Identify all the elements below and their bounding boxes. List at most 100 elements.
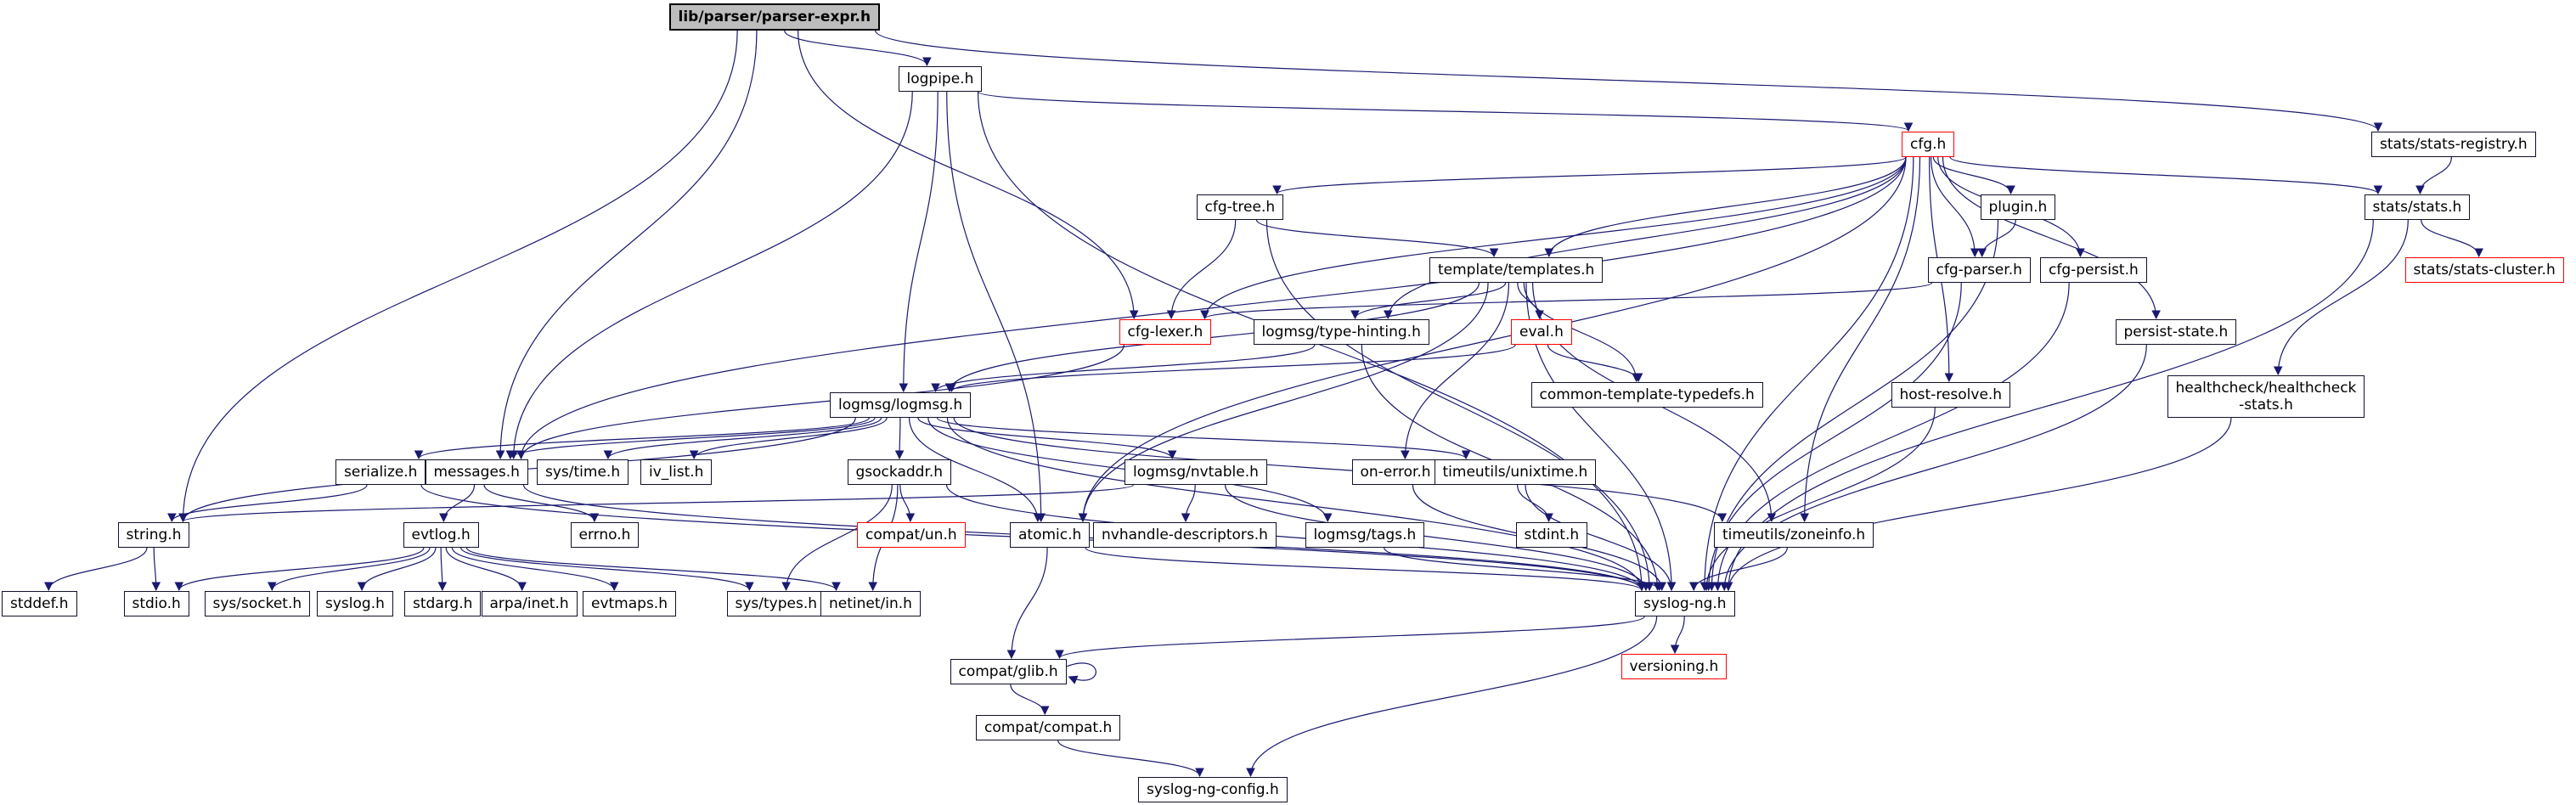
dependency-edge xyxy=(1523,282,1642,383)
dependency-edge xyxy=(1977,219,2016,258)
dependency-edge xyxy=(1699,156,1914,592)
graph-node-cfg[interactable]: cfg.h xyxy=(1902,132,1955,158)
graph-node-syslog[interactable]: syslog.h xyxy=(317,591,393,617)
dependency-edge xyxy=(167,484,368,523)
dependency-edge xyxy=(1255,219,1499,258)
dependency-edge xyxy=(1078,282,1489,523)
graph-node-stddef[interactable]: stddef.h xyxy=(2,591,77,617)
graph-node-cfg_tree[interactable]: cfg-tree.h xyxy=(1196,194,1284,221)
dependency-edge xyxy=(1723,219,2374,592)
dependency-edge xyxy=(875,30,2383,132)
graph-node-syslog_ng[interactable]: syslog-ng.h xyxy=(1635,591,1735,617)
dependency-edge xyxy=(43,547,148,592)
dependency-edge xyxy=(1932,156,2015,195)
dependency-edge xyxy=(1265,219,1654,592)
graph-node-zoneinfo[interactable]: timeutils/zoneinfo.h xyxy=(1714,522,1874,549)
dependency-edge xyxy=(1942,156,2162,320)
dependency-edge xyxy=(945,484,1647,592)
graph-node-gsockaddr[interactable]: gsockaddr.h xyxy=(847,459,952,486)
graph-node-type_hinting[interactable]: logmsg/type-hinting.h xyxy=(1253,319,1429,346)
graph-node-netinet_in[interactable]: netinet/in.h xyxy=(820,591,921,617)
graph-node-cfg_persist[interactable]: cfg-persist.h xyxy=(2040,257,2147,284)
graph-node-stats_cluster[interactable]: stats/stats-cluster.h xyxy=(2404,257,2564,284)
graph-node-tags[interactable]: logmsg/tags.h xyxy=(1305,522,1425,549)
graph-node-ctt[interactable]: common-template-typedefs.h xyxy=(1530,382,1763,408)
graph-node-on_error[interactable]: on-error.h xyxy=(1351,459,1440,486)
dependency-edge xyxy=(174,547,425,592)
dependency-edge xyxy=(1272,156,1907,195)
dependency-edge xyxy=(1516,484,1553,523)
dependency-edge xyxy=(1384,547,1665,592)
dependency-edge xyxy=(1723,417,2232,592)
dependency-edge xyxy=(1078,156,1907,523)
dependency-edge xyxy=(451,547,619,592)
dependency-edge xyxy=(1055,616,1645,660)
dependency-edge xyxy=(1544,156,1907,258)
dependency-edge xyxy=(516,156,1907,460)
dependency-edge xyxy=(357,547,437,592)
graph-node-stdarg[interactable]: stdarg.h xyxy=(404,591,482,617)
graph-node-compat_glib[interactable]: compat/glib.h xyxy=(950,659,1067,685)
dependency-edge xyxy=(1200,156,1907,320)
graph-node-plugin[interactable]: plugin.h xyxy=(1980,194,2056,221)
graph-node-atomic[interactable]: atomic.h xyxy=(1010,522,1091,549)
dependency-edge xyxy=(483,484,600,523)
dependency-edge xyxy=(1057,740,1204,778)
graph-node-logmsg[interactable]: logmsg/logmsg.h xyxy=(830,392,972,419)
graph-node-stats_stats[interactable]: stats/stats.h xyxy=(2364,194,2471,221)
graph-node-serialize[interactable]: serialize.h xyxy=(335,459,426,486)
graph-node-stdio[interactable]: stdio.h xyxy=(123,591,189,617)
dependency-edge xyxy=(1166,219,1237,320)
graph-node-cfg_parser[interactable]: cfg-parser.h xyxy=(1927,257,2031,284)
graph-node-templates[interactable]: template/templates.h xyxy=(1429,257,1604,284)
dependency-edge xyxy=(465,547,841,592)
graph-node-eval[interactable]: eval.h xyxy=(1511,319,1572,346)
graph-node-cfg_lexer[interactable]: cfg-lexer.h xyxy=(1119,319,1212,346)
graph-node-host_resolve[interactable]: host-resolve.h xyxy=(1891,382,2011,408)
dependency-edge xyxy=(1006,547,1048,660)
graph-node-stdint[interactable]: stdint.h xyxy=(1515,522,1588,549)
dependency-edge xyxy=(931,344,1316,393)
graph-node-unixtime[interactable]: timeutils/unixtime.h xyxy=(1434,459,1597,486)
dependency-edge xyxy=(460,547,754,592)
graph-node-messages[interactable]: messages.h xyxy=(425,459,528,486)
graph-node-logpipe[interactable]: logpipe.h xyxy=(898,66,983,93)
graph-node-arpa_inet[interactable]: arpa/inet.h xyxy=(481,591,578,617)
dependency-edge xyxy=(1706,219,1999,592)
dependency-edge xyxy=(1949,156,2383,195)
dependency-edge xyxy=(1547,344,1643,383)
dependency-edge xyxy=(936,417,1471,460)
graph-node-versioning[interactable]: versioning.h xyxy=(1621,654,1728,680)
graph-node-compat_compat[interactable]: compat/compat.h xyxy=(976,715,1121,741)
graph-node-persist_state[interactable]: persist-state.h xyxy=(2115,319,2237,346)
graph-node-errno[interactable]: errno.h xyxy=(570,522,640,549)
graph-node-nvtable[interactable]: logmsg/nvtable.h xyxy=(1125,459,1267,486)
dependency-edge xyxy=(414,417,870,460)
graph-node-sng_config[interactable]: syslog-ng-config.h xyxy=(1138,777,1288,803)
graph-node-sys_time[interactable]: sys/time.h xyxy=(537,459,629,486)
graph-node-hc_stats[interactable]: healthcheck/healthcheck -stats.h xyxy=(2167,375,2365,419)
graph-node-evtlog[interactable]: evtlog.h xyxy=(403,522,479,549)
dependency-edge xyxy=(1010,684,1050,716)
graph-node-evtmaps[interactable]: evtmaps.h xyxy=(583,591,676,617)
graph-node-string[interactable]: string.h xyxy=(117,522,190,549)
dependency-edge xyxy=(947,344,1516,393)
dependency-edge xyxy=(505,417,876,460)
dependency-edge xyxy=(1085,547,1647,592)
dependency-edge xyxy=(438,484,476,523)
dependency-edge xyxy=(977,91,1913,132)
dependency-edge xyxy=(1525,484,1677,592)
graph-node-compat_un[interactable]: compat/un.h xyxy=(857,522,966,549)
graph-node-iv_list[interactable]: iv_list.h xyxy=(640,459,713,486)
dependency-edge xyxy=(946,91,1046,523)
graph-node-stats_registry[interactable]: stats/stats-registry.h xyxy=(2371,132,2536,158)
dependency-edge xyxy=(509,91,913,460)
graph-node-sys_types[interactable]: sys/types.h xyxy=(726,591,826,617)
graph-node-nvhandle[interactable]: nvhandle-descriptors.h xyxy=(1093,522,1277,549)
dependency-edge xyxy=(178,484,1134,523)
graph-node-sys_socket[interactable]: sys/socket.h xyxy=(204,591,311,617)
dependency-edge xyxy=(267,547,431,592)
dependency-edge xyxy=(516,344,1125,460)
